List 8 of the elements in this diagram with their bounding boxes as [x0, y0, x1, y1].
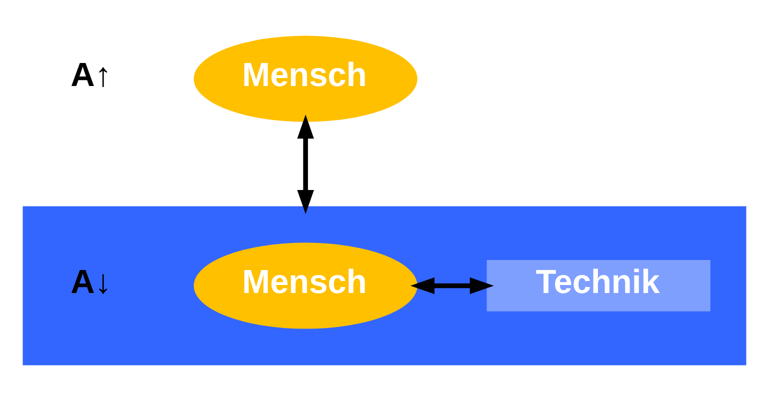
arrow	[297, 114, 314, 214]
node-label: A↑	[70, 56, 112, 94]
node-box: Technik	[486, 260, 710, 312]
arrow	[410, 277, 494, 294]
node-ellipse: Mensch	[194, 36, 418, 122]
node-ellipse: Mensch	[194, 242, 418, 329]
cluster	[22, 206, 746, 366]
node-label: A↓	[70, 264, 112, 301]
